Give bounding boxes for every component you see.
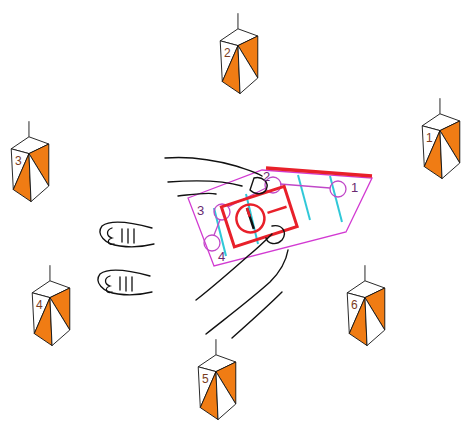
flag-white: [50, 298, 70, 346]
flag-orange: [200, 372, 218, 420]
flag-shape: [417, 97, 465, 181]
compass-stroke: [268, 207, 287, 213]
compass: [221, 186, 297, 246]
thumbs-stroke: [106, 276, 113, 292]
flag-white: [29, 154, 49, 202]
thumbs-stroke: [125, 277, 126, 291]
control-callout-number: 2: [263, 170, 270, 183]
flag-white: [216, 372, 236, 420]
thumbs-stroke: [131, 277, 132, 291]
lower-hand-stroke: [206, 250, 288, 334]
control-flag: 5: [193, 338, 241, 422]
control-number: 2: [224, 47, 231, 59]
course-stroke: [214, 220, 220, 235]
thumbs: [98, 222, 154, 294]
flag-stick: [364, 265, 365, 281]
upper-hand-stroke: [165, 157, 262, 176]
flag-stick: [49, 265, 50, 281]
flag-stick: [28, 121, 29, 137]
control-flag: 1: [417, 97, 465, 181]
thumbs-stroke: [98, 270, 152, 294]
course: [204, 177, 346, 251]
north-lines-stroke: [330, 176, 342, 222]
control-number: 3: [15, 155, 22, 167]
map-sheet: [188, 170, 372, 266]
thumbs-stroke: [127, 229, 128, 243]
control-callout-number: 1: [351, 181, 358, 194]
control-number: 1: [426, 132, 433, 144]
flag-stick: [439, 98, 440, 114]
control-number: 5: [202, 373, 209, 385]
control-flag: 4: [27, 264, 75, 348]
compass-stroke: [221, 186, 297, 246]
course-stroke: [204, 235, 220, 251]
lower-hand-stroke: [232, 292, 282, 338]
north-lines-stroke: [246, 194, 258, 244]
flag-orange: [34, 298, 52, 346]
control-number: 4: [36, 299, 43, 311]
control-callout-number: 4: [218, 250, 225, 263]
control-number: 6: [351, 299, 358, 311]
map-edge-red: [266, 168, 372, 176]
flag-orange: [13, 154, 31, 202]
compass-stroke: [247, 208, 254, 229]
flag-orange: [349, 298, 367, 346]
control-flag: 3: [6, 120, 54, 204]
flag-shape: [215, 12, 263, 96]
control-flag: 6: [342, 264, 390, 348]
control-callout-number: 3: [197, 204, 204, 217]
flag-white: [365, 298, 385, 346]
thumbs-stroke: [133, 229, 134, 243]
flag-shape: [6, 120, 54, 204]
thumbs-stroke: [121, 229, 122, 242]
flag-stick: [237, 13, 238, 29]
north-lines: [214, 175, 342, 256]
flag-shape: [193, 338, 241, 422]
flag-shape: [27, 264, 75, 348]
lower-hand: [196, 226, 288, 338]
upper-hand: [165, 157, 267, 196]
flag-stick: [215, 339, 216, 355]
flag-shape: [342, 264, 390, 348]
thumbs-stroke: [108, 228, 115, 244]
upper-hand-stroke: [178, 193, 216, 196]
flag-orange: [424, 131, 442, 179]
control-flag: 2: [215, 12, 263, 96]
thumbs-stroke: [100, 222, 154, 246]
thumbs-stroke: [119, 277, 120, 290]
compass-stroke: [233, 201, 268, 236]
flag-white: [440, 131, 460, 179]
course-stroke: [280, 184, 330, 188]
flag-orange: [222, 46, 240, 94]
upper-hand-stroke: [168, 181, 242, 186]
compass-stroke: [247, 208, 250, 217]
north-lines-stroke: [298, 175, 310, 220]
flag-white: [238, 46, 258, 94]
lower-hand-stroke: [266, 226, 284, 244]
course-stroke: [330, 181, 346, 197]
